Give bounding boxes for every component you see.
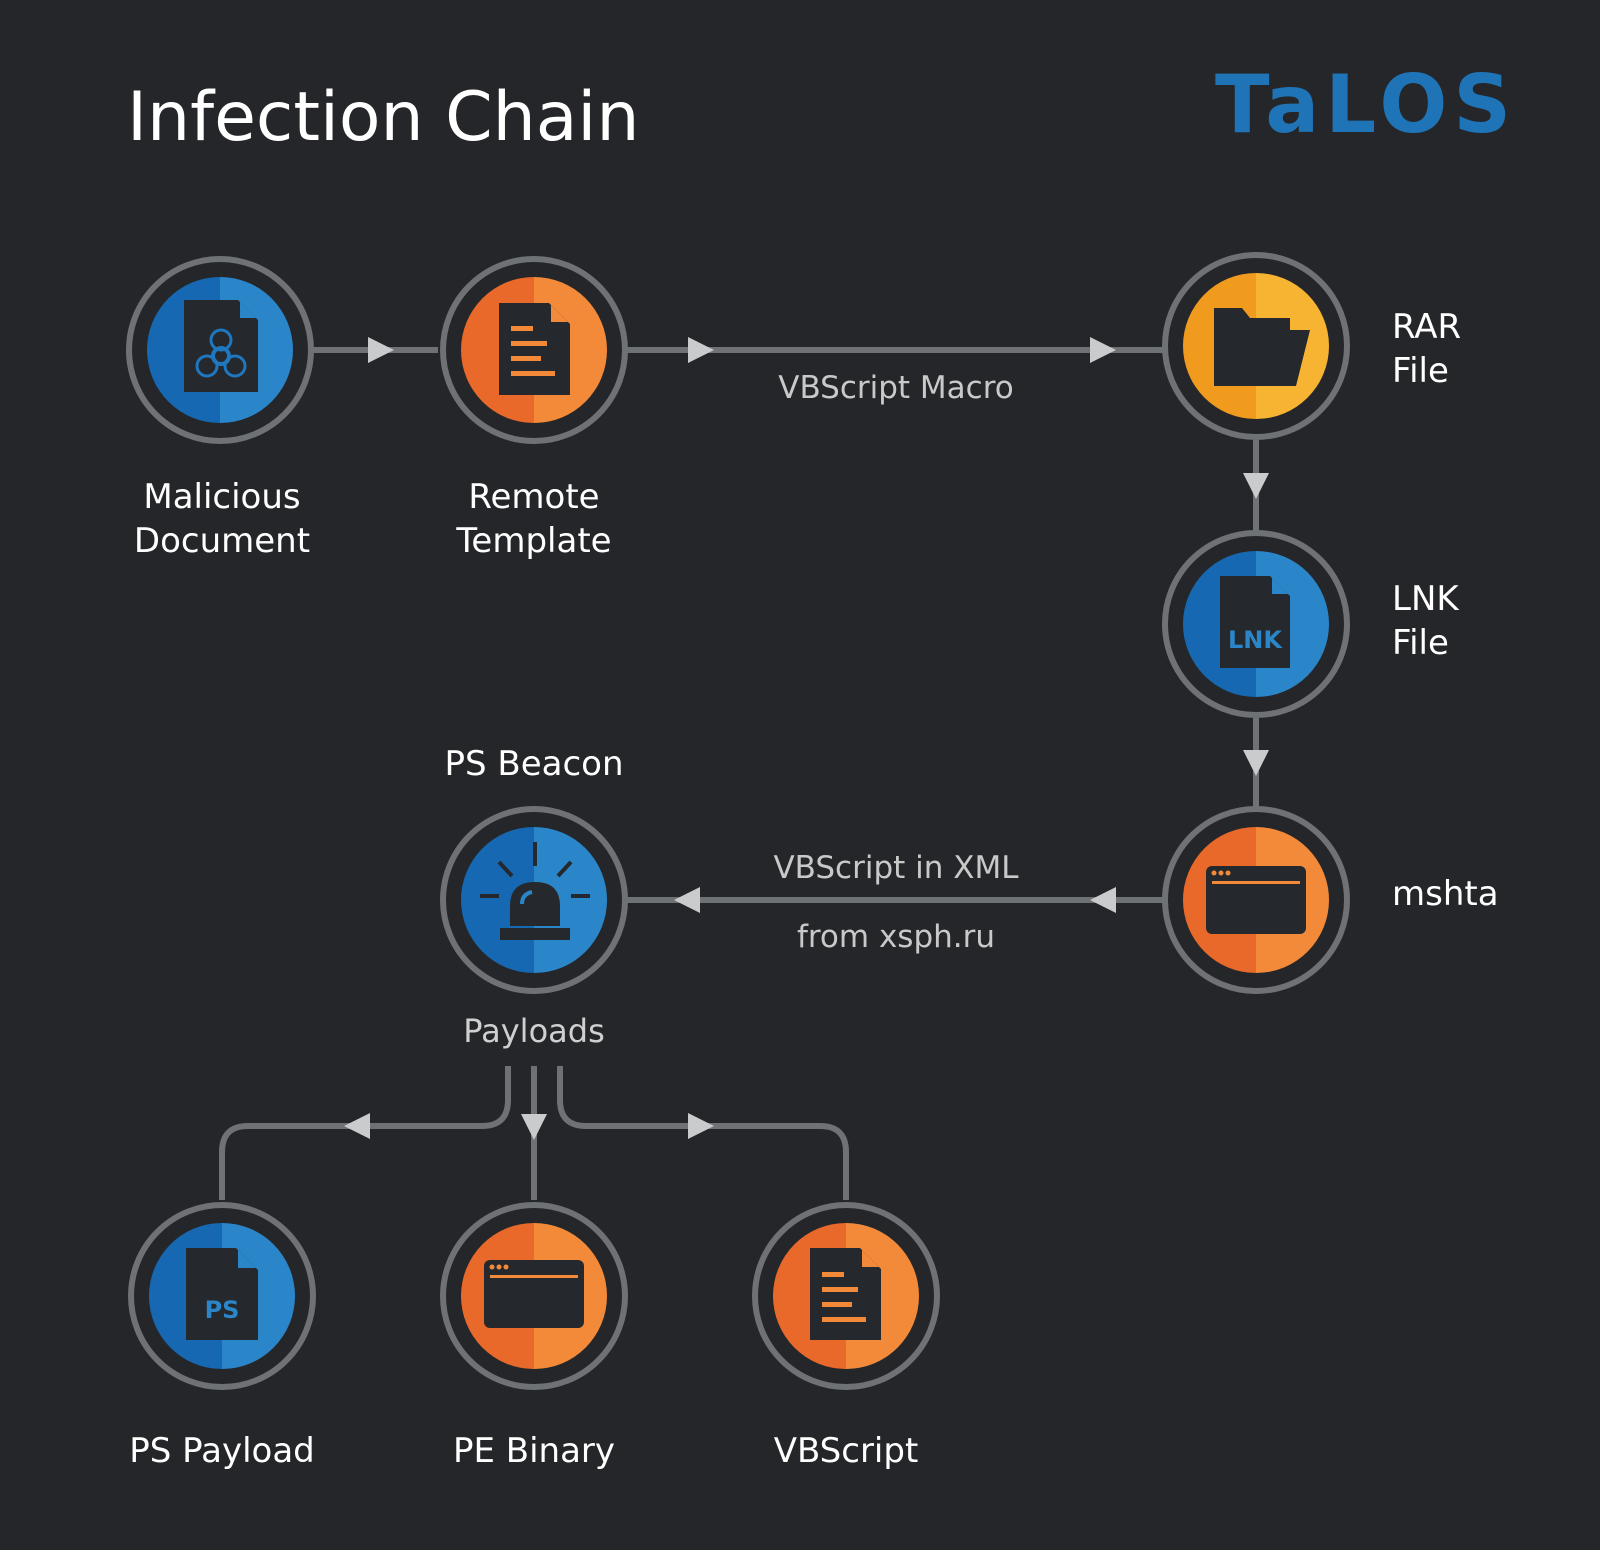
node-label-line1: Malicious xyxy=(143,477,300,517)
node-label-vbscript: VBScript xyxy=(774,1431,919,1471)
node-pe-binary: PE Binary xyxy=(440,1202,628,1471)
arrow-right-icon xyxy=(368,337,394,363)
arrow-right-icon xyxy=(688,337,714,363)
document-icon xyxy=(810,1248,881,1340)
arrow-left-icon xyxy=(1090,887,1116,913)
node-ps-payload: PS PS Payload xyxy=(128,1202,316,1471)
node-label-ps-payload: PS Payload xyxy=(129,1431,315,1471)
edge-label-vbscript-in-xml: VBScript in XML xyxy=(773,850,1019,886)
node-vbscript: VBScript xyxy=(752,1202,940,1471)
node-label-line1: Remote xyxy=(468,477,599,517)
browser-window-icon xyxy=(1206,866,1306,934)
page-title: Infection Chain xyxy=(127,78,639,157)
talos-logo: TaLOS xyxy=(1215,58,1517,151)
arrow-right-icon xyxy=(1090,337,1116,363)
arrow-down-icon xyxy=(1243,750,1269,776)
node-remote-template: Remote Template xyxy=(440,256,628,561)
siren-beacon-icon xyxy=(480,842,590,940)
node-label-line2: Document xyxy=(134,521,310,561)
arrow-down-icon xyxy=(521,1114,547,1140)
lnk-badge: LNK xyxy=(1228,626,1283,654)
node-label-line1: RAR xyxy=(1392,307,1461,347)
arrow-left-icon xyxy=(344,1113,370,1139)
node-rar-file: RAR File xyxy=(1162,252,1461,440)
arrow-right-icon xyxy=(688,1113,714,1139)
node-label-ps-beacon: PS Beacon xyxy=(444,744,623,784)
node-label-line2: File xyxy=(1392,623,1449,663)
node-malicious-document: Malicious Document xyxy=(126,256,314,561)
node-label-mshta: mshta xyxy=(1392,874,1499,914)
label-payloads: Payloads xyxy=(463,1012,604,1050)
node-label-pe-binary: PE Binary xyxy=(453,1431,615,1471)
lnk-file-icon: LNK xyxy=(1220,576,1290,668)
node-label-line1: LNK xyxy=(1392,579,1460,619)
biohazard-document-icon xyxy=(184,300,258,392)
node-ps-beacon: PS Beacon xyxy=(440,744,628,994)
node-mshta: mshta xyxy=(1162,806,1499,994)
edge-label-from-host: from xsph.ru xyxy=(797,919,995,955)
node-label-line2: File xyxy=(1392,351,1449,391)
folder-icon xyxy=(1214,308,1310,386)
ps-file-icon: PS xyxy=(186,1248,258,1340)
edge-payloads-to-vbs xyxy=(557,1066,849,1200)
ps-badge: PS xyxy=(205,1296,240,1324)
node-label-line2: Template xyxy=(455,521,611,561)
edge-label-vbscript-macro: VBScript Macro xyxy=(778,370,1014,406)
arrow-left-icon xyxy=(674,887,700,913)
arrow-down-icon xyxy=(1243,473,1269,499)
connectors xyxy=(219,337,1269,1200)
browser-window-icon xyxy=(484,1260,584,1328)
document-icon xyxy=(499,303,570,395)
node-lnk-file: LNK LNK File xyxy=(1162,530,1460,718)
